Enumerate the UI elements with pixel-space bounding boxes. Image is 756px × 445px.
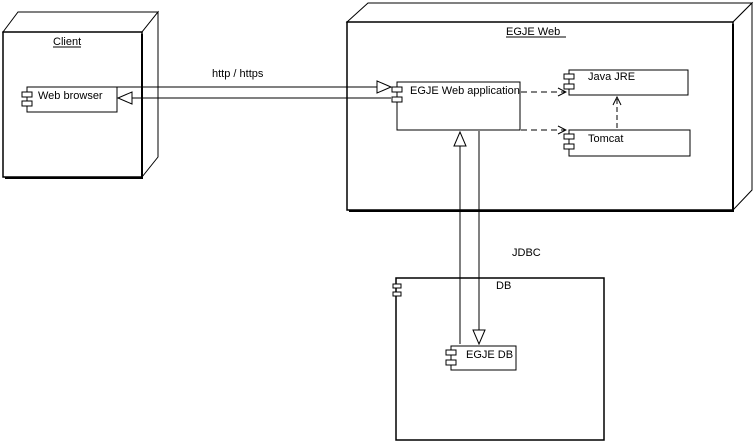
egje-web-application-label: EGJE Web application bbox=[410, 85, 520, 97]
tomcat-label: Tomcat bbox=[588, 133, 623, 145]
component-port-icon bbox=[563, 73, 575, 80]
egje-web-node-title: EGJE Web bbox=[506, 26, 560, 38]
http-connector-label: http / https bbox=[212, 68, 264, 80]
web-browser-label: Web browser bbox=[38, 90, 103, 102]
component-port-icon bbox=[392, 291, 402, 297]
component-port-icon bbox=[392, 283, 402, 289]
java-jre-component: Java JRE bbox=[563, 69, 689, 96]
component-port-icon bbox=[21, 91, 33, 98]
web-browser-component: Web browser bbox=[21, 86, 118, 113]
component-port-icon bbox=[563, 133, 575, 140]
tomcat-component: Tomcat bbox=[563, 129, 691, 157]
component-port-icon bbox=[445, 359, 457, 366]
egje-db-label: EGJE DB bbox=[466, 349, 513, 361]
db-node-title: DB bbox=[496, 280, 511, 292]
egje-db-component: EGJE DB bbox=[445, 345, 517, 371]
client-node-title: Client bbox=[53, 36, 81, 48]
egje-web-application-component: EGJE Web application bbox=[391, 81, 521, 131]
jdbc-connector-label: JDBC bbox=[512, 247, 541, 259]
component-port-icon bbox=[21, 100, 33, 107]
component-port-icon bbox=[391, 86, 403, 93]
component-port-icon bbox=[445, 349, 457, 356]
java-jre-label: Java JRE bbox=[588, 71, 635, 83]
component-port-icon bbox=[563, 83, 575, 90]
component-port-icon bbox=[563, 143, 575, 150]
component-port-icon bbox=[391, 96, 403, 103]
